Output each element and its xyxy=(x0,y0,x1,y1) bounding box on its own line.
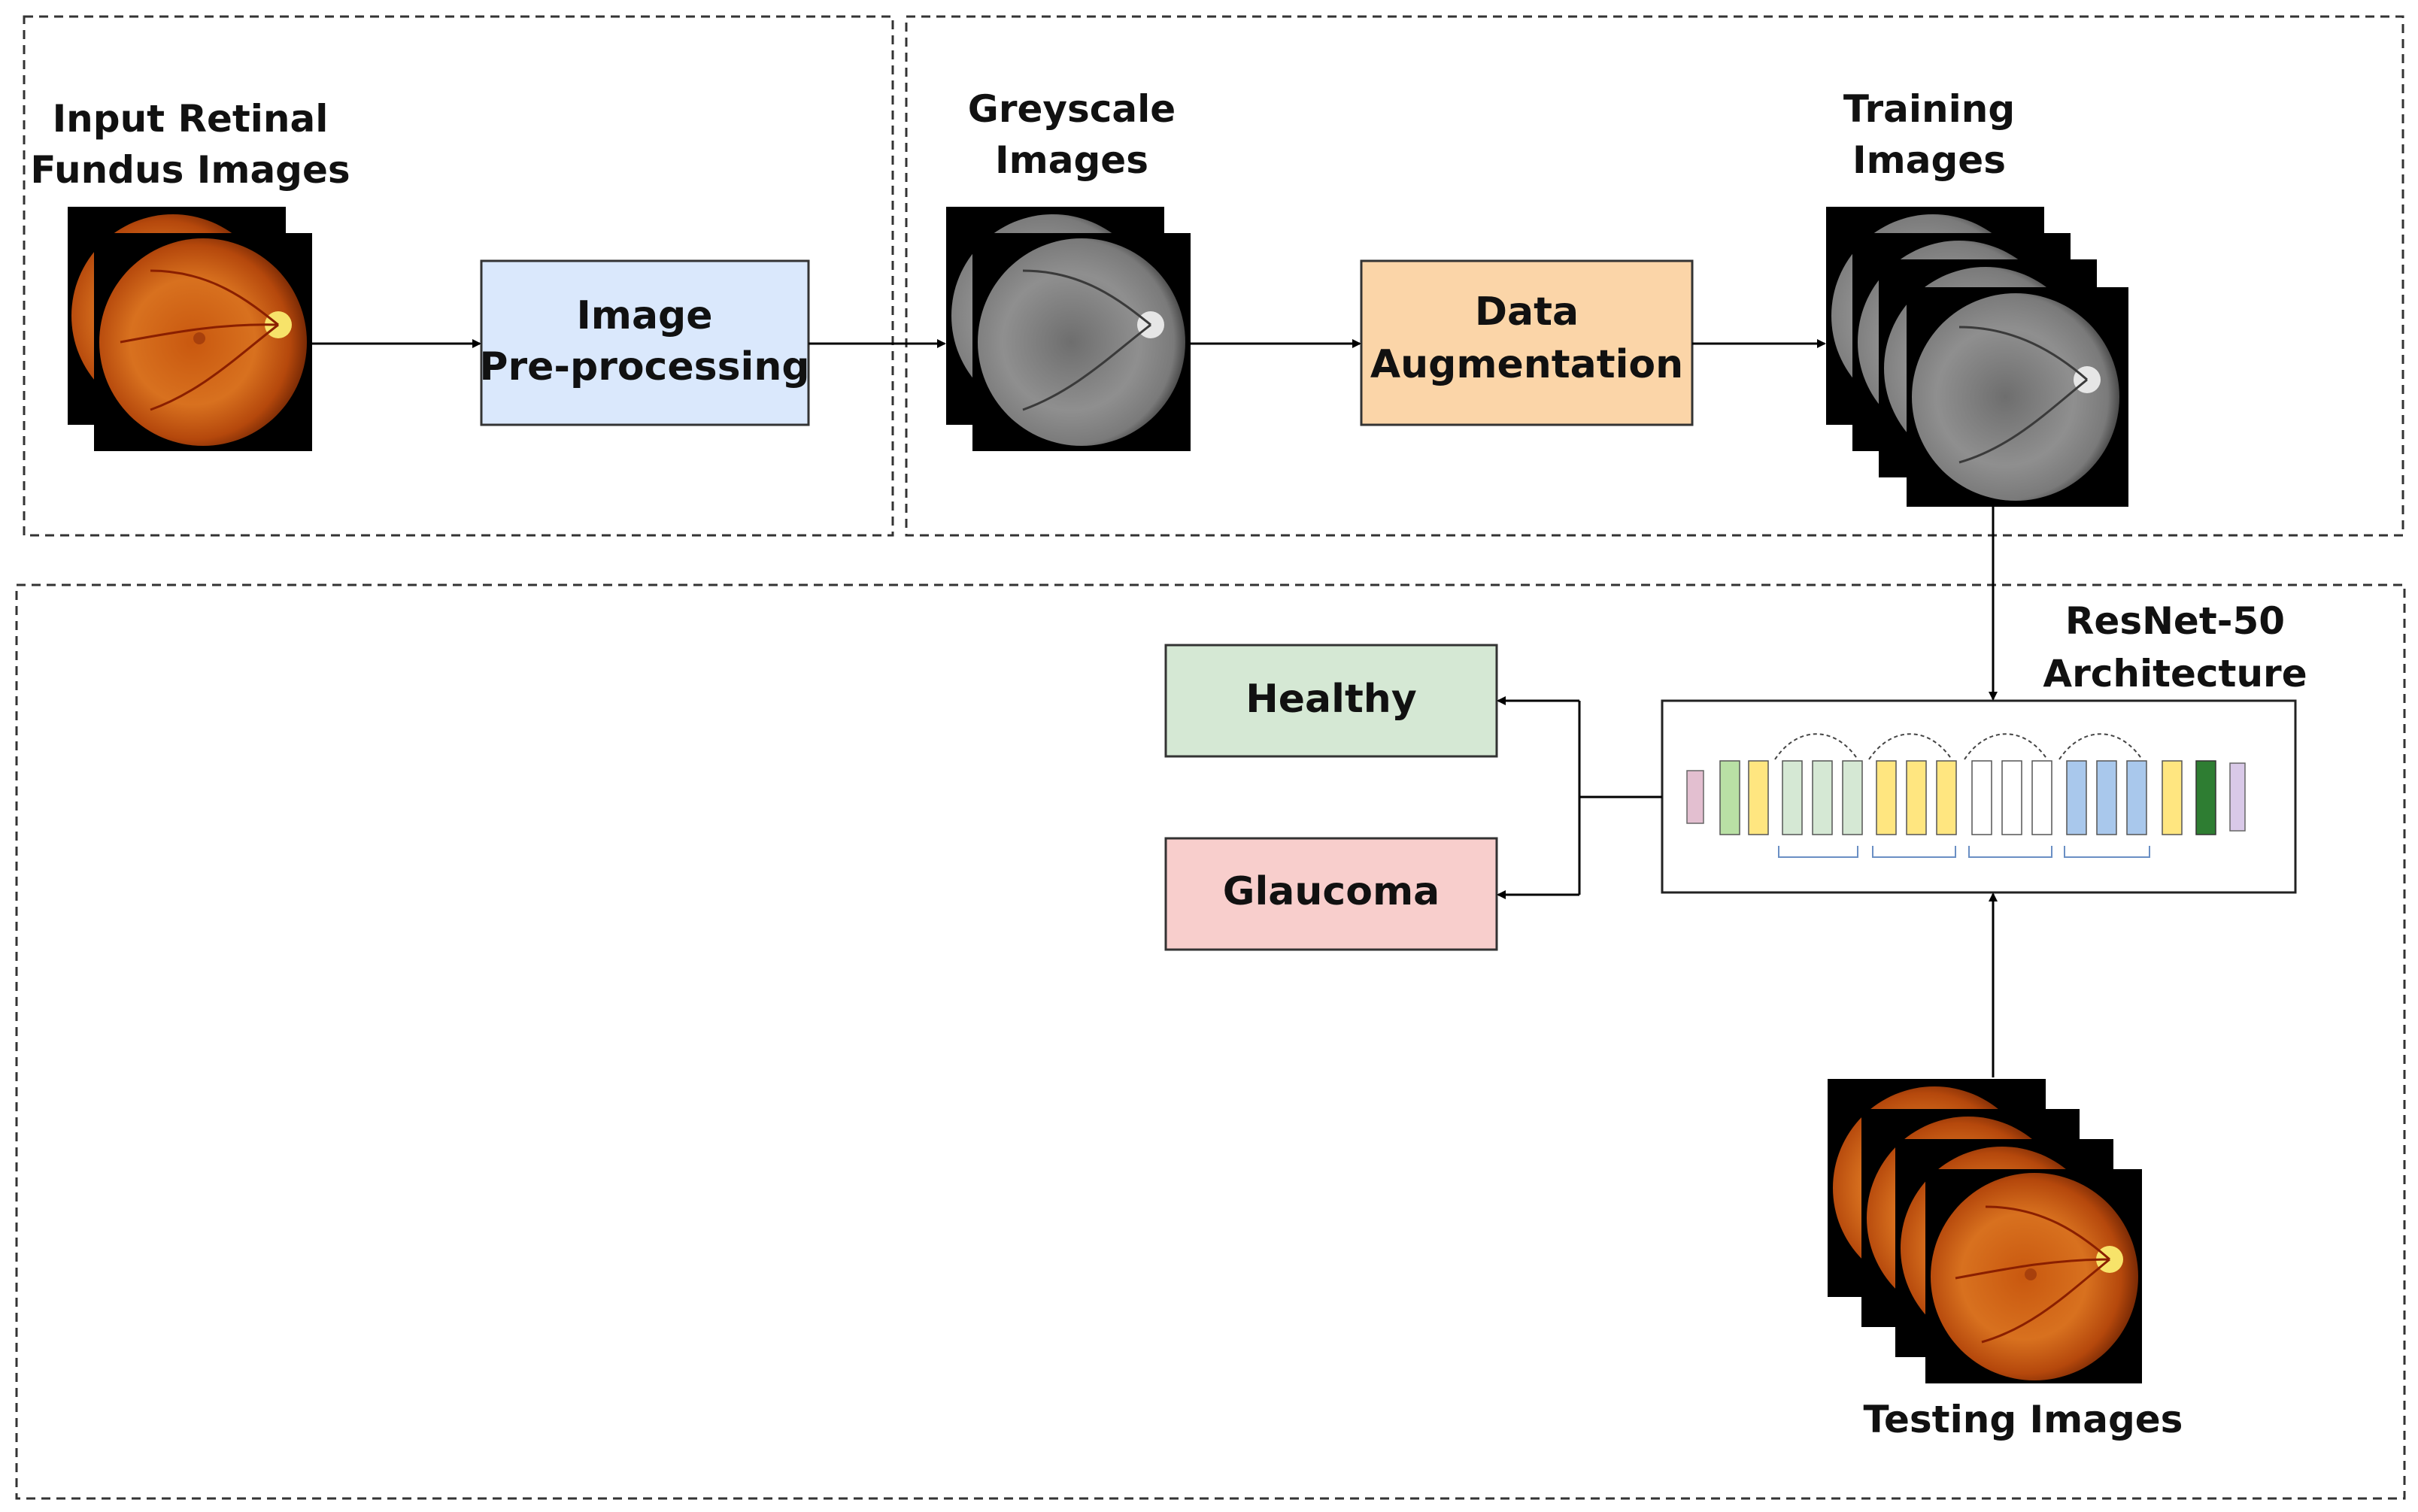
input-label-line2: Fundus Images xyxy=(30,148,350,192)
resnet-diagram xyxy=(1686,733,2246,858)
greyscale-label-line1: Greyscale xyxy=(968,87,1176,131)
greyscale-label-line2: Images xyxy=(995,138,1148,182)
greyscale-stack xyxy=(946,207,1191,451)
panel-classification xyxy=(15,583,2406,1500)
training-label-line2: Images xyxy=(1852,138,2006,182)
glaucoma-label: Glaucoma xyxy=(1223,869,1440,914)
augmentation-box xyxy=(1360,259,1694,426)
augmentation-label-line1: Data xyxy=(1475,289,1579,335)
testing-stack xyxy=(1828,1079,2142,1383)
resnet-label-line1: ResNet-50 xyxy=(2065,599,2285,643)
input-fundus-stack xyxy=(68,207,312,451)
panel-input xyxy=(23,15,894,537)
training-label-line1: Training xyxy=(1843,87,2015,131)
preprocess-label-line2: Pre-processing xyxy=(479,344,809,389)
resnet-label-line2: Architecture xyxy=(2043,652,2307,695)
preprocess-label-line1: Image xyxy=(576,293,712,338)
training-stack xyxy=(1826,207,2128,507)
testing-label: Testing Images xyxy=(1864,1398,2183,1441)
augmentation-label-line2: Augmentation xyxy=(1370,342,1683,387)
preprocess-box xyxy=(480,259,810,426)
glaucoma-box xyxy=(1164,837,1498,951)
input-label-line1: Input Retinal xyxy=(53,97,329,141)
healthy-label: Healthy xyxy=(1245,677,1416,722)
